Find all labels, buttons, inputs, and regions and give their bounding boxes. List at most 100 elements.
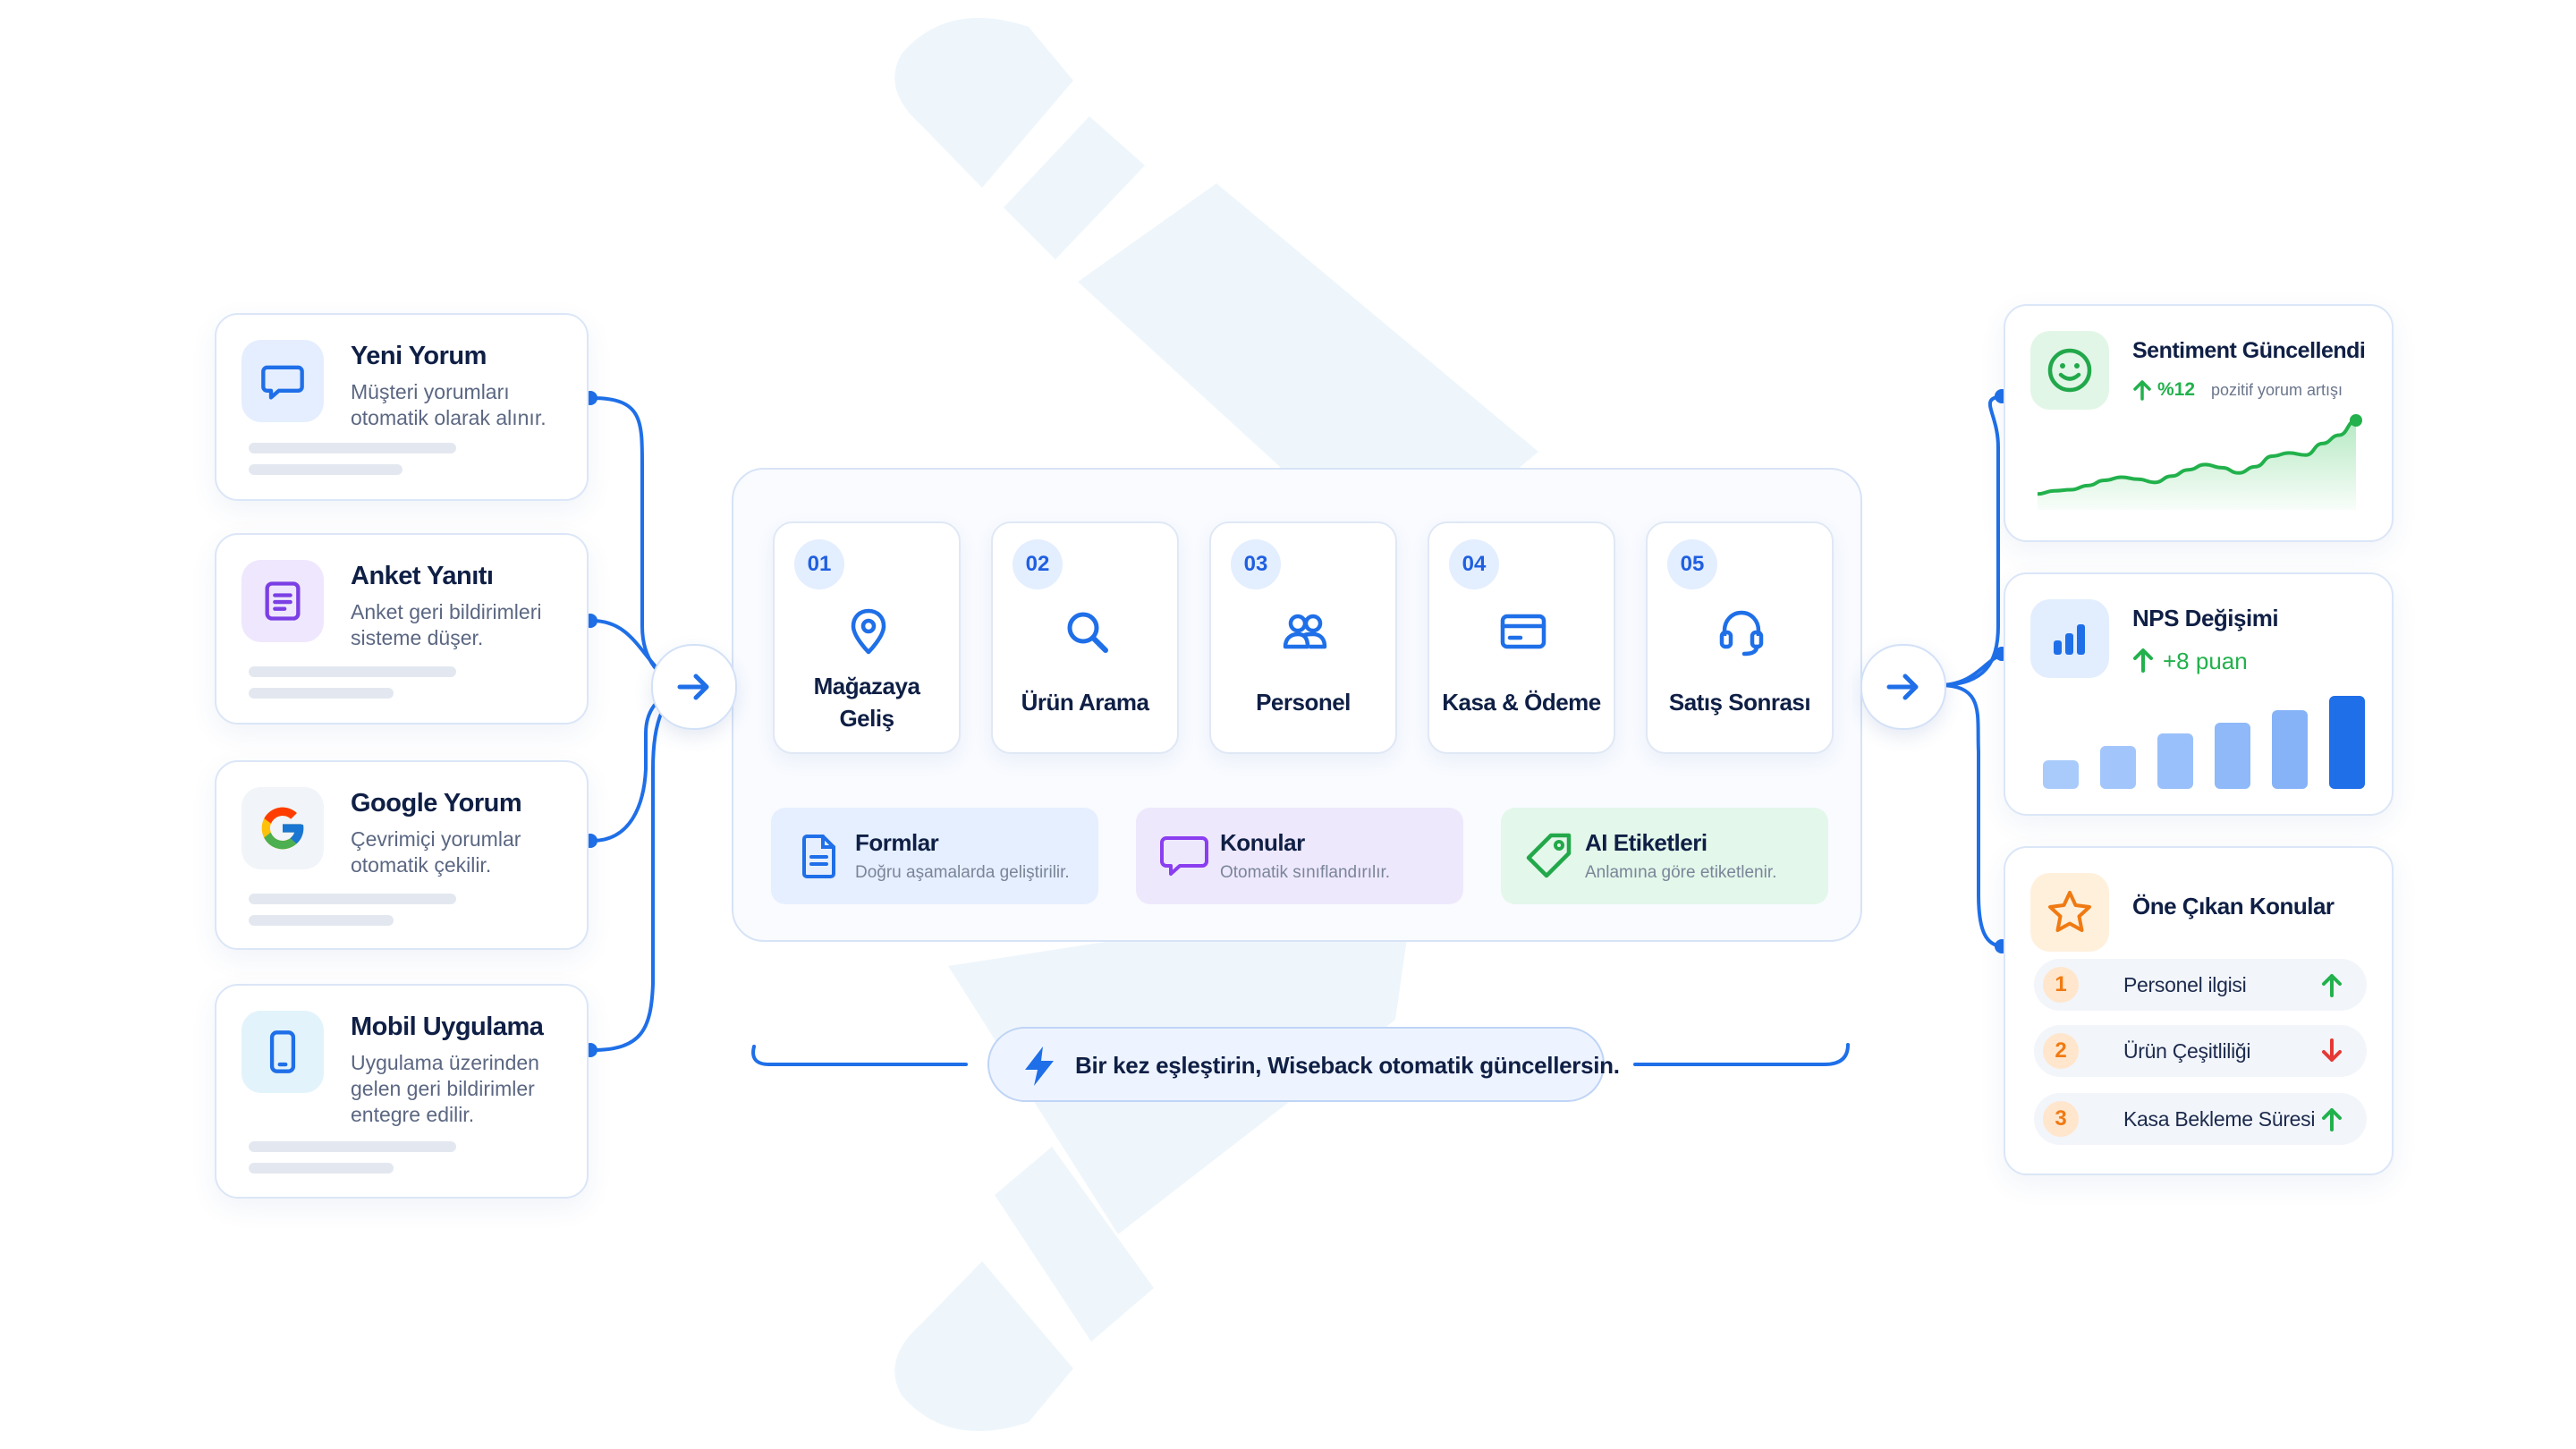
source-title: Mobil Uygulama — [351, 1013, 544, 1041]
tag-title: AI Etiketleri — [1585, 829, 1707, 856]
nps-bar — [2272, 710, 2308, 789]
tag-topics[interactable]: Konular Otomatik sınıflandırılır. — [1136, 808, 1463, 904]
arrow-up-icon — [2133, 648, 2153, 673]
journey-step-4[interactable]: 04 Kasa & Ödeme — [1428, 521, 1615, 754]
google-icon — [242, 787, 324, 869]
nps-change: +8 puan — [2163, 648, 2248, 674]
source-title: Google Yorum — [351, 789, 522, 818]
skeleton-line — [249, 666, 456, 677]
chat-bubble-icon — [1160, 836, 1208, 876]
source-description: Anket geri bildirimleri sisteme düşer. — [351, 600, 542, 649]
step-number: 04 — [1449, 539, 1499, 589]
trend-down-icon — [2322, 1038, 2342, 1062]
source-card-survey-response[interactable]: Anket Yanıtı Anket geri bildirimleri sis… — [215, 533, 589, 724]
tag-icon — [1526, 833, 1572, 878]
tag-description: Anlamına göre etiketlenir. — [1585, 863, 1777, 882]
lightning-icon — [1025, 1046, 1054, 1086]
topic-rank: 1 — [2043, 967, 2079, 1003]
source-title: Yeni Yorum — [351, 342, 487, 370]
topic-row-3[interactable]: 3 Kasa Bekleme Süresi — [2034, 1093, 2367, 1145]
survey-icon — [242, 560, 324, 642]
headset-icon — [1719, 610, 1764, 657]
mobile-phone-icon — [242, 1011, 324, 1093]
step-label: Kasa & Ödeme — [1442, 689, 1601, 716]
banner-text: Bir kez eşleştirin, Wiseback otomatik gü… — [1075, 1052, 1620, 1079]
sentiment-change-desc: pozitif yorum artışı — [2211, 381, 2343, 399]
source-description: Çevrimiçi yorumlar otomatik çekilir. — [351, 827, 521, 877]
customer-journey-panel: 01 Mağazaya Geliş 02 Ürün Arama 03 Perso… — [732, 468, 1862, 942]
step-label: Mağazaya Geliş — [813, 673, 920, 732]
journey-step-1[interactable]: 01 Mağazaya Geliş — [773, 521, 961, 754]
skeleton-line — [249, 894, 456, 904]
credit-card-icon — [1500, 614, 1546, 649]
arrow-right-icon — [1886, 674, 1919, 700]
tag-description: Doğru aşamalarda geliştirilir. — [855, 863, 1070, 882]
topic-row-2[interactable]: 2 Ürün Çeşitliliği — [2034, 1025, 2367, 1077]
output-hub-arrow — [1860, 644, 1946, 730]
skeleton-line — [249, 688, 394, 699]
sentiment-endpoint — [2350, 414, 2362, 427]
skeleton-line — [249, 915, 394, 926]
topic-rank: 2 — [2043, 1033, 2079, 1069]
sentiment-card[interactable]: Sentiment Güncellendi %12 pozitif yorum … — [2004, 304, 2394, 542]
sentiment-change-row: %12 pozitif yorum artışı — [2131, 377, 2390, 404]
top-topics-card[interactable]: Öne Çıkan Konular 1 Personel ilgisi 2 Ür… — [2004, 846, 2394, 1175]
source-title: Anket Yanıtı — [351, 562, 494, 590]
tag-description: Otomatik sınıflandırılır. — [1220, 863, 1391, 882]
star-icon — [2030, 873, 2109, 952]
sentiment-line — [2037, 419, 2357, 496]
arrow-right-icon — [677, 674, 709, 700]
auto-update-banner: Bir kez eşleştirin, Wiseback otomatik gü… — [987, 1027, 1620, 1102]
topic-name: Kasa Bekleme Süresi — [2123, 1107, 2316, 1131]
skeleton-line — [249, 464, 402, 475]
topic-rank: 3 — [2043, 1101, 2079, 1137]
tag-title: Konular — [1220, 829, 1305, 856]
source-description: Uygulama üzerinden gelen geri bildirimle… — [351, 1051, 539, 1126]
nps-bar — [2215, 723, 2250, 789]
nps-title: NPS Değişimi — [2132, 605, 2279, 631]
tag-forms[interactable]: Formlar Doğru aşamalarda geliştirilir. — [771, 808, 1098, 904]
chat-bubble-icon — [242, 340, 324, 422]
nps-card[interactable]: NPS Değişimi +8 puan — [2004, 572, 2394, 816]
trend-up-icon — [2322, 974, 2342, 997]
skeleton-line — [249, 1163, 394, 1174]
nps-bar-chart — [2043, 696, 2365, 789]
source-card-new-review[interactable]: Yeni Yorum Müşteri yorumları otomatik ol… — [215, 313, 589, 501]
arrow-up-icon — [2133, 380, 2151, 401]
topics-title: Öne Çıkan Konular — [2132, 893, 2334, 919]
step-number: 03 — [1231, 539, 1281, 589]
tag-title: Formlar — [855, 829, 939, 856]
nps-bar — [2043, 760, 2079, 789]
input-hub-arrow — [651, 644, 737, 730]
source-description: Müşteri yorumları otomatik olarak alınır… — [351, 380, 547, 429]
location-pin-icon — [851, 608, 886, 655]
journey-step-3[interactable]: 03 Personel — [1209, 521, 1397, 754]
skeleton-line — [249, 443, 456, 453]
step-label: Ürün Arama — [1021, 689, 1149, 716]
step-number: 01 — [794, 539, 844, 589]
topic-name: Personel ilgisi — [2123, 973, 2247, 996]
trend-up-icon — [2322, 1108, 2342, 1131]
skeleton-line — [249, 1141, 456, 1152]
sentiment-title: Sentiment Güncellendi — [2132, 338, 2366, 363]
smiley-icon — [2030, 331, 2109, 410]
tag-ai-labels[interactable]: AI Etiketleri Anlamına göre etiketlenir. — [1501, 808, 1828, 904]
nps-bar — [2157, 733, 2193, 789]
sentiment-change: %12 — [2157, 379, 2196, 400]
topic-row-1[interactable]: 1 Personel ilgisi — [2034, 959, 2367, 1011]
users-icon — [1283, 614, 1327, 649]
search-icon — [1067, 612, 1108, 653]
nps-bar — [2100, 746, 2136, 789]
source-card-google-review[interactable]: Google Yorum Çevrimiçi yorumlar otomatik… — [215, 760, 589, 950]
step-number: 05 — [1667, 539, 1717, 589]
source-card-mobile-app[interactable]: Mobil Uygulama Uygulama üzerinden gelen … — [215, 984, 589, 1199]
step-label: Personel — [1256, 689, 1351, 716]
bar-chart-icon — [2030, 599, 2109, 678]
topic-name: Ürün Çeşitliliği — [2123, 1039, 2251, 1063]
sentiment-trend-chart — [2037, 414, 2362, 510]
journey-step-5[interactable]: 05 Satış Sonrası — [1646, 521, 1834, 754]
journey-step-2[interactable]: 02 Ürün Arama — [991, 521, 1179, 754]
nps-bar — [2329, 696, 2365, 789]
step-label: Satış Sonrası — [1668, 689, 1811, 716]
document-icon — [802, 835, 835, 878]
